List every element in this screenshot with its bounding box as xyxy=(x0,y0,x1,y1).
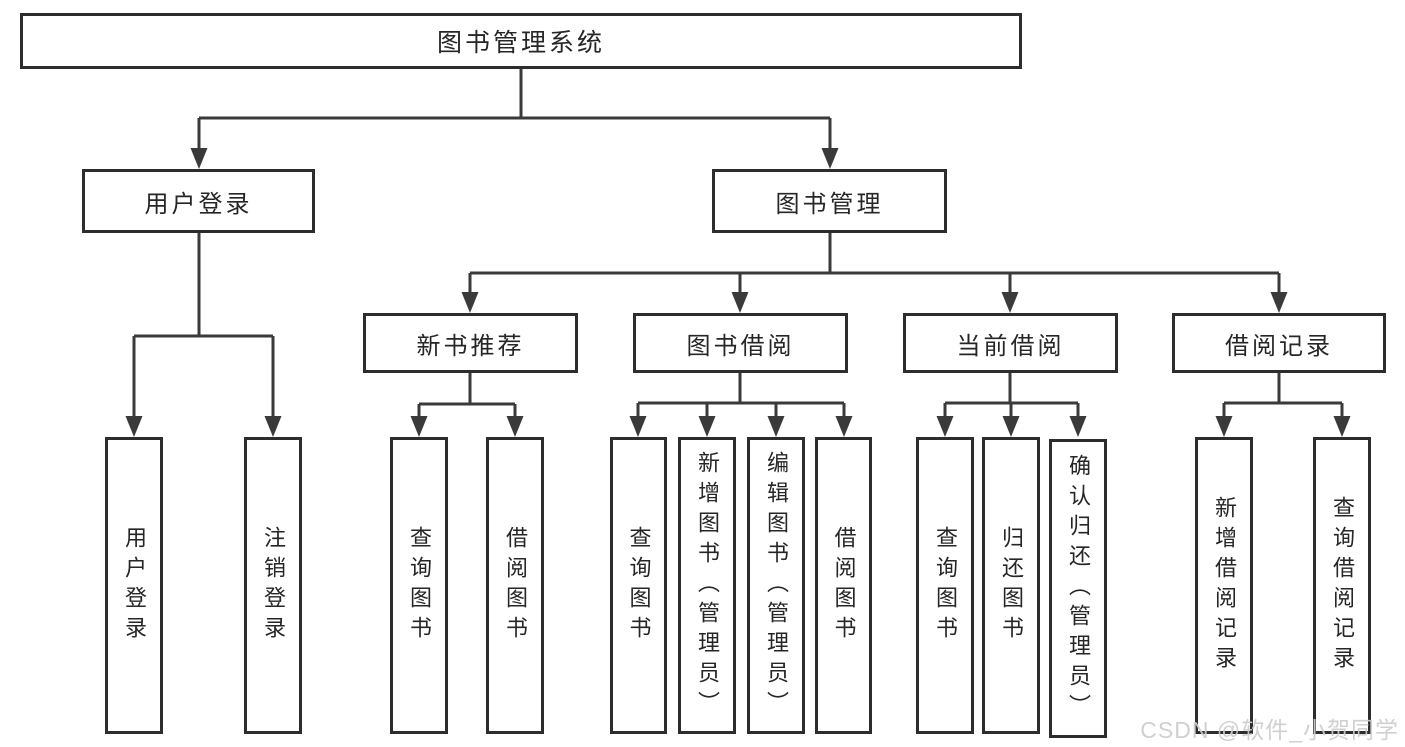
leaf-logout-label: 注销登录 xyxy=(261,525,286,646)
leaf-add-book-admin-label: 新增图书（管理员） xyxy=(695,450,720,721)
leaf-borrow-books-recommend: 借阅图书 xyxy=(486,437,544,734)
arrowhead-down xyxy=(1270,292,1288,313)
node-current-borrowing: 当前借阅 xyxy=(903,313,1118,373)
node-current-borrowing-label: 当前借阅 xyxy=(956,332,1065,360)
arrowhead-down xyxy=(264,416,282,437)
arrowhead-down xyxy=(190,148,208,169)
arrowhead-down xyxy=(125,416,143,437)
leaf-return-book-label: 归还图书 xyxy=(999,525,1024,646)
arrowheads xyxy=(125,148,1351,437)
node-borrow-records: 借阅记录 xyxy=(1172,313,1386,373)
node-borrow-records-label: 借阅记录 xyxy=(1225,332,1333,360)
arrowhead-down xyxy=(461,292,479,313)
node-user-login-label: 用户登录 xyxy=(144,190,253,218)
node-root-label: 图书管理系统 xyxy=(436,29,605,57)
leaf-logout: 注销登录 xyxy=(244,437,302,734)
arrowhead-down xyxy=(936,416,954,437)
leaf-borrow-books-borrowing-label: 借阅图书 xyxy=(831,525,857,646)
arrowhead-down xyxy=(821,148,839,169)
leaf-add-borrow-record: 新增借阅记录 xyxy=(1195,437,1253,734)
leaf-confirm-return-admin-label: 确认归还（管理员） xyxy=(1066,453,1091,724)
node-new-book-recommend: 新书推荐 xyxy=(363,313,578,373)
leaf-query-borrow-record-label: 查询借阅记录 xyxy=(1330,495,1355,676)
leaf-borrow-books-borrowing: 借阅图书 xyxy=(815,437,872,734)
arrowhead-down xyxy=(1069,416,1087,437)
leaf-query-borrow-record: 查询借阅记录 xyxy=(1313,437,1371,734)
leaf-query-books-borrowing-label: 查询图书 xyxy=(626,525,652,646)
node-book-borrowing-label: 图书借阅 xyxy=(686,332,795,360)
connector-lines xyxy=(132,69,1344,418)
arrowhead-down xyxy=(767,416,785,437)
arrowhead-down xyxy=(731,292,749,313)
leaf-borrow-books-recommend-label: 借阅图书 xyxy=(503,525,528,646)
arrowhead-down xyxy=(506,416,524,437)
leaf-confirm-return-admin: 确认归还（管理员） xyxy=(1049,439,1107,738)
node-new-book-recommend-label: 新书推荐 xyxy=(416,332,525,360)
node-root: 图书管理系统 xyxy=(20,13,1022,69)
leaf-query-books-recommend: 查询图书 xyxy=(390,437,448,734)
leaf-add-borrow-record-label: 新增借阅记录 xyxy=(1212,495,1237,676)
arrowhead-down xyxy=(1002,416,1020,437)
leaf-user-login-label: 用户登录 xyxy=(122,525,147,646)
node-book-management: 图书管理 xyxy=(712,169,947,233)
node-user-login: 用户登录 xyxy=(82,169,315,233)
arrowhead-down xyxy=(1333,416,1351,437)
arrowhead-down xyxy=(410,416,428,437)
leaf-user-login: 用户登录 xyxy=(105,437,163,734)
leaf-return-book: 归还图书 xyxy=(982,437,1040,734)
leaf-query-books-recommend-label: 查询图书 xyxy=(407,525,432,646)
node-book-management-label: 图书管理 xyxy=(775,190,884,218)
leaf-query-books-borrowing: 查询图书 xyxy=(610,437,667,734)
leaf-query-books-current-label: 查询图书 xyxy=(933,525,958,646)
arrowhead-down xyxy=(835,416,853,437)
leaf-add-book-admin: 新增图书（管理员） xyxy=(678,437,736,734)
leaf-edit-book-admin-label: 编辑图书（管理员） xyxy=(764,450,789,721)
leaf-edit-book-admin: 编辑图书（管理员） xyxy=(747,437,805,734)
arrowhead-down xyxy=(1001,292,1019,313)
watermark: CSDN @软件_小贺同学 xyxy=(1140,717,1399,743)
node-book-borrowing: 图书借阅 xyxy=(633,313,848,373)
arrowhead-down xyxy=(698,416,716,437)
leaf-query-books-current: 查询图书 xyxy=(916,437,974,734)
arrowhead-down xyxy=(629,416,647,437)
arrowhead-down xyxy=(1215,416,1233,437)
